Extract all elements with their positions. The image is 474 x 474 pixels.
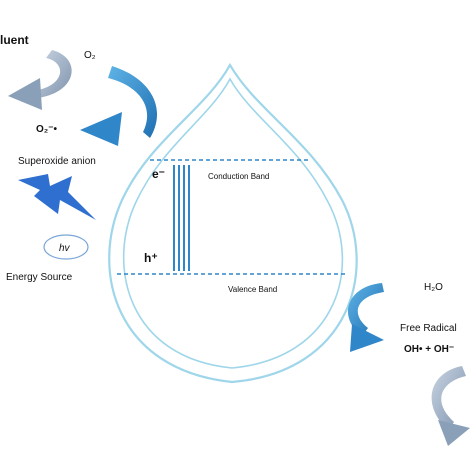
output-arrow — [431, 366, 470, 446]
hole-label: h⁺ — [144, 251, 158, 265]
o2-label: O₂ — [84, 50, 96, 61]
hv-ellipse — [43, 234, 89, 260]
free-radicals-label: Free Radical — [400, 323, 457, 334]
hv-label: hv — [59, 243, 71, 254]
energy-source-label: Energy Source — [6, 272, 73, 283]
valence-band-label: Valence Band — [228, 285, 277, 294]
conduction-band-label: Conduction Band — [208, 172, 269, 181]
superoxide-radical-label: O₂⁻• — [36, 124, 58, 135]
water-oxidation-arrow — [347, 283, 384, 352]
electron-label: e⁻ — [152, 167, 165, 181]
h2o-label: H₂O — [424, 282, 443, 293]
o2-reduction-arrow — [80, 66, 158, 146]
hydroxyl-label: OH• + OH⁻ — [404, 344, 454, 355]
effluent-label: luent — [0, 33, 29, 47]
effluent-arrow — [8, 50, 72, 110]
catalyst-drop — [108, 62, 358, 384]
lightning-icon — [18, 174, 96, 220]
band-gap-lines — [173, 165, 190, 271]
superoxide-anion-label: Superoxide anion — [18, 156, 96, 167]
